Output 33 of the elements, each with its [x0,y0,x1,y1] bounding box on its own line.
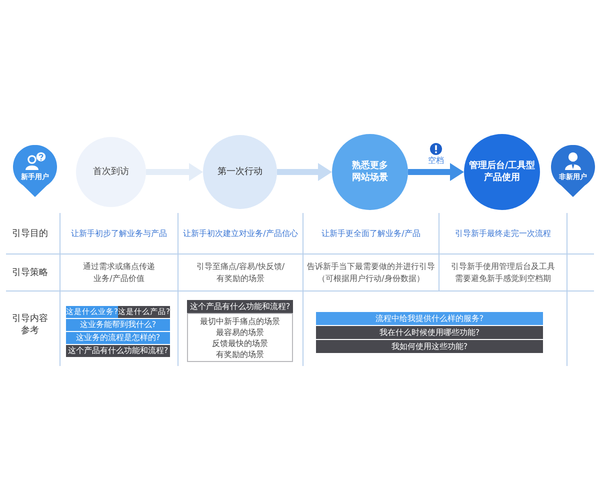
strategy-text: 引导新手使用管理后台及工具需要避免新手感觉到空档期 [450,260,556,284]
goal-text: 让新手更全面了解业务/产品 [322,228,420,240]
scenario-panel [187,313,293,362]
question-bar: 流程中给我提供什么样的服务? [316,312,543,325]
goal-text: 引导新手最终走完一次流程 [455,228,551,240]
row-heading: 引导目的 [12,228,48,240]
question-bar: 这个产品有什么功能和流程? [187,300,293,313]
strategy-text: 通过需求或痛点传递业务/产品价值 [82,260,156,284]
goal-text: 让新手初步了解业务与产品 [71,228,167,240]
question-bar: 这个产品有什么功能和流程? [66,345,170,357]
scenario-text: 最容易的场景 [216,326,264,338]
scenario-text: 最切中新手痛点的场景 [200,316,280,326]
question-bar: 这业务能帮到我什么? [66,319,170,331]
map-pin [13,145,57,197]
question-bar: 我在什么时候使用哪些功能? [316,326,543,339]
row-heading: 引导策略 [12,266,48,278]
question-bar: 我如何使用这些功能? [316,340,543,353]
strategy-text: 引导至痛点/容易/快反馈/有奖励的场景 [195,260,286,284]
step-label: 管理后台/工具型产品使用 [468,160,536,184]
goal-text: 让新手初次建立对业务/产品信心 [183,228,298,240]
scenario-text: 有奖励的场景 [216,348,264,360]
arrow [146,163,203,181]
arrow [277,163,332,181]
strategy-text: 告诉新手当下最需要做的并进行引导（可根据用户行动/身份数据） [306,260,436,284]
scenario-text: 反馈最快的场景 [212,338,268,348]
step-label: 第一次行动 [216,166,264,178]
map-pin [551,145,595,197]
edge-label: 空档 [428,156,444,166]
step-label: 熟悉更多网站场景 [351,160,389,184]
arrow [408,163,464,181]
row-heading: 引导内容参考 [11,313,49,337]
step-label: 首次到访 [92,166,130,178]
question-bar: 这业务的流程是怎样的? [66,332,170,344]
